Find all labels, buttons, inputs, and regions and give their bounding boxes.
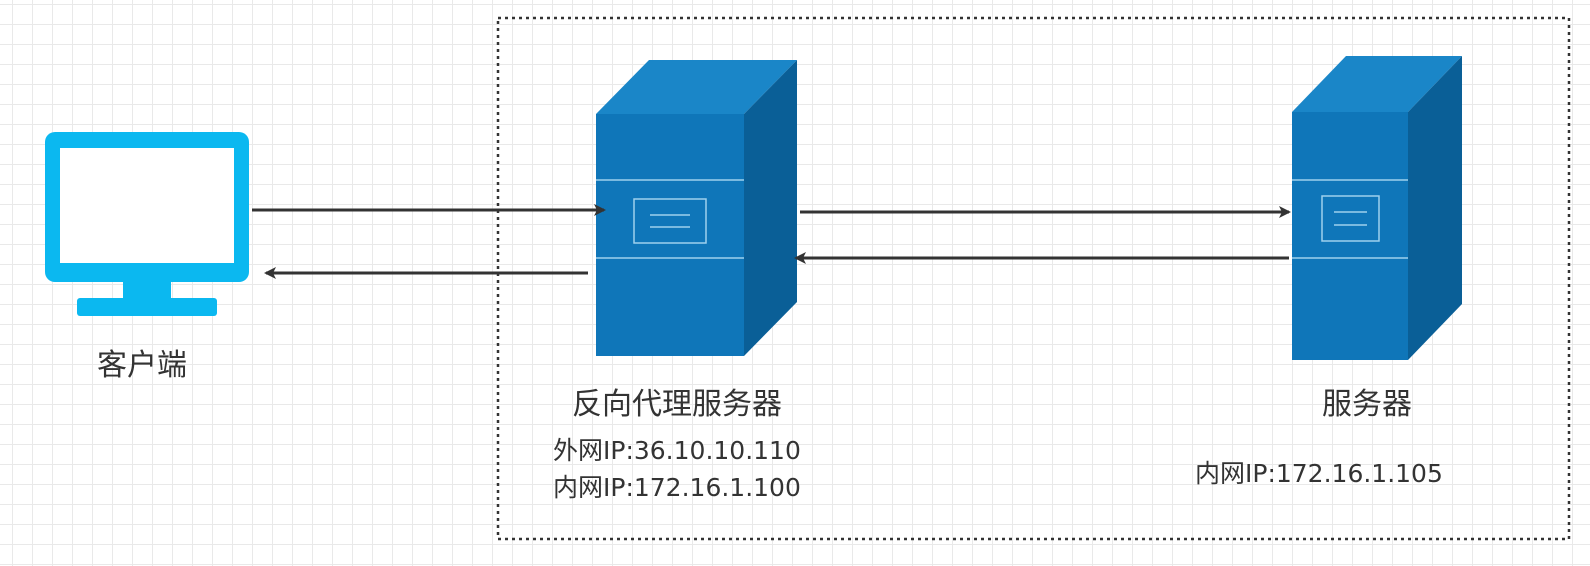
proxy-external-ip: 外网IP:36.10.10.110 [553, 436, 801, 465]
server-label: 服务器 [1322, 387, 1412, 422]
server-panel [1321, 195, 1380, 242]
server-front-face [596, 114, 744, 356]
monitor-icon [45, 132, 249, 316]
server-front-face [1292, 112, 1408, 360]
server-internal-ip: 内网IP:172.16.1.105 [1195, 459, 1443, 488]
proxy-label: 反向代理服务器 [572, 387, 782, 422]
monitor-screen-inner [60, 148, 234, 263]
server-top-face [596, 60, 797, 114]
server-icon [1292, 56, 1462, 360]
server-side-face [744, 60, 797, 356]
network-boundary [496, 16, 1571, 541]
server-panel [633, 198, 707, 244]
client-label: 客户端 [97, 348, 187, 383]
server-icon [596, 60, 797, 356]
server-top-face [1292, 56, 1462, 112]
monitor-neck [123, 281, 171, 301]
server-side-face [1408, 56, 1462, 360]
monitor-stand [77, 298, 217, 316]
proxy-internal-ip: 内网IP:172.16.1.100 [553, 473, 801, 502]
